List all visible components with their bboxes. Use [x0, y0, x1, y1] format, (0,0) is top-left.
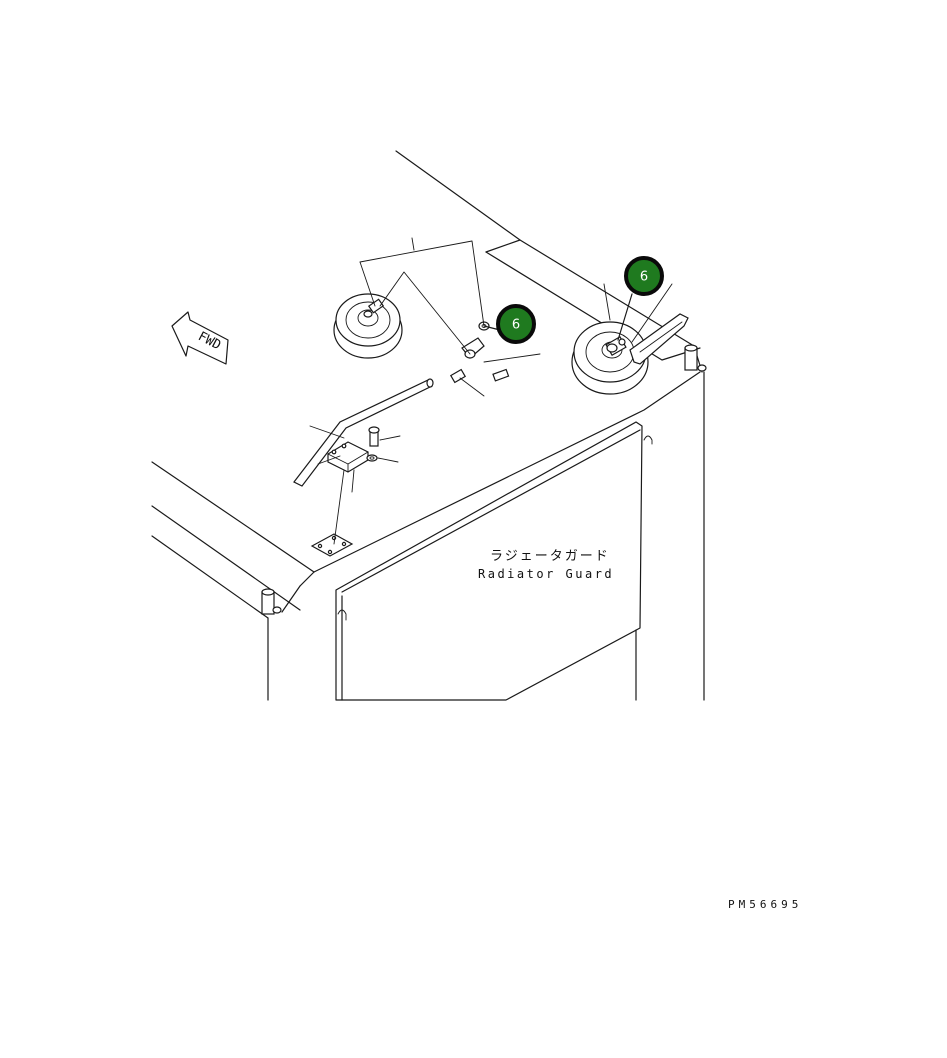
leader-lines	[309, 237, 673, 545]
callout-number: 6	[512, 318, 520, 333]
horn-stay-rod	[293, 378, 434, 487]
base-plate	[310, 533, 354, 557]
callout-number: 6	[640, 270, 648, 285]
radiator-guard-label-jp: ラジェータガード	[490, 549, 610, 564]
radiator-guard-label-en: Radiator Guard	[478, 567, 614, 581]
radiator-guard-panel	[335, 421, 653, 701]
bolt	[368, 426, 380, 447]
hinge-post-left	[261, 588, 282, 615]
callout-6-left[interactable]: 6	[483, 304, 536, 344]
horn-left	[333, 293, 403, 359]
fwd-direction-arrow: FWD	[171, 311, 229, 365]
washer	[366, 454, 378, 462]
fwd-label: FWD	[195, 329, 223, 353]
hinge-post-right	[684, 344, 707, 372]
clamp-block	[327, 441, 369, 473]
callout-6-right[interactable]: 6	[617, 256, 664, 341]
horn-right	[571, 321, 649, 395]
horn-bracket-right	[629, 313, 689, 365]
drawing-code: PM56695	[728, 898, 802, 911]
hood-outline	[151, 150, 705, 701]
connector-parts	[449, 321, 510, 384]
